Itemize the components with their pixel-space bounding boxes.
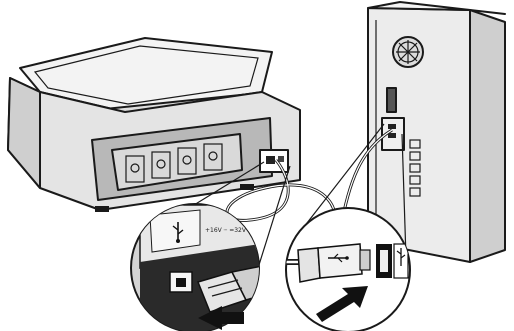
printer-port-magnifier: +16V ┄ =32V (131, 204, 272, 331)
power-rating-label: +16V ┄ =32V (205, 227, 247, 234)
fan-grill-icon (393, 37, 423, 67)
computer-port-magnifier (260, 208, 410, 331)
printer (8, 38, 300, 212)
